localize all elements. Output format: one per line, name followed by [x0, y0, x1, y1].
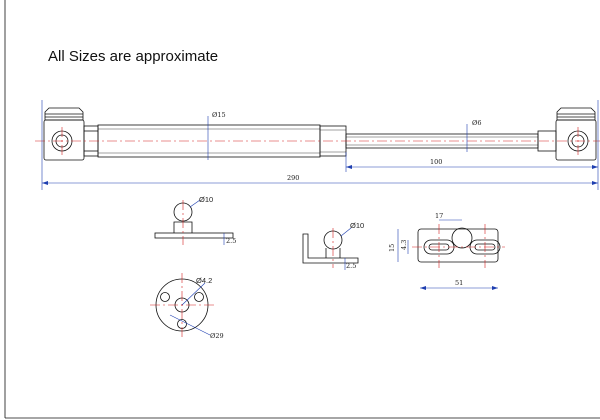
angle-bracket-side-view — [302, 230, 359, 264]
ball-diameter-label-2: Ø10 — [350, 221, 364, 230]
right-end-fitting — [537, 107, 597, 161]
overall-length-label: 290 — [287, 174, 299, 182]
flange-diameter-label: Ø29 — [210, 332, 224, 340]
slotted-plate-top-view — [417, 227, 501, 263]
slot-height-label: 4.3 — [400, 240, 408, 250]
base-thickness-label-1: 2.5 — [226, 237, 236, 245]
tube-diameter-label: Ø15 — [212, 111, 226, 119]
approximate-sizes-notice: All Sizes are approximate — [48, 48, 219, 65]
hole-diameter-label: Ø4.2 — [196, 276, 212, 285]
left-end-fitting — [43, 107, 99, 161]
base-thickness-label-2: 2.5 — [346, 262, 356, 270]
ball-stud-side-view — [154, 202, 234, 239]
stroke-length-label: 100 — [430, 158, 442, 166]
rod-diameter-label: Ø6 — [472, 119, 481, 127]
ball-diameter-label-1: Ø10 — [199, 195, 213, 204]
slot-spacing-label: 17 — [435, 212, 443, 220]
plate-height-label: 15 — [388, 244, 396, 252]
plate-length-label: 51 — [455, 279, 463, 287]
